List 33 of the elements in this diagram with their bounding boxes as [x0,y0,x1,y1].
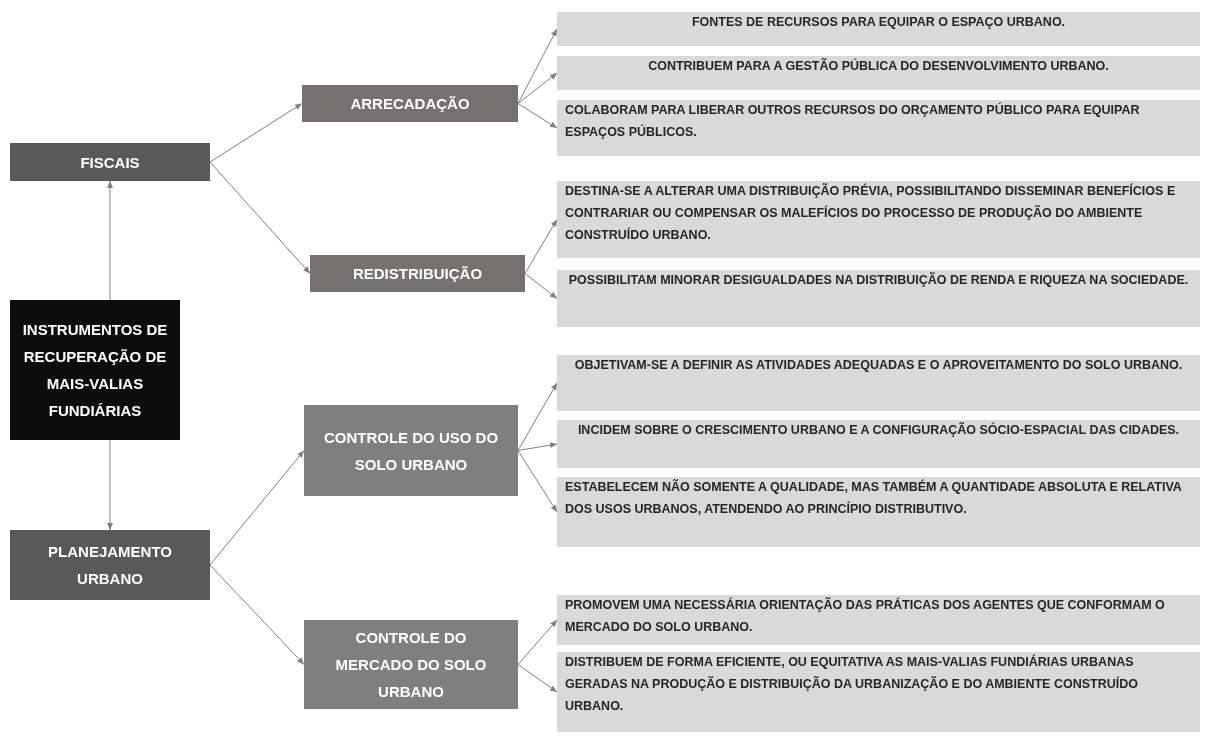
arrow [517,619,558,665]
arrow [209,450,305,566]
description-box: POSSIBILITAM MINORAR DESIGUALDADES NA DISTRIBUIÇÃO DE RENDA E RIQUEZA NA SOCIEDADE. [557,270,1200,327]
description-box: OBJETIVAM-SE A DEFINIR AS ATIVIDADES ADEQUADAS E O APROVEITAMENTO DO SOLO URBANO. [557,355,1200,411]
arrow [209,103,303,163]
description-box: PROMOVEM UMA NECESSÁRIA ORIENTAÇÃO DAS PRÁTICAS DOS AGENTES QUE CONFORMAM O MERCADO DO SOLO URBANO. [557,595,1200,645]
description-box: INCIDEM SOBRE O CRESCIMENTO URBANO E A CONFIGURAÇÃO SÓCIO-ESPACIAL DAS CIDADES. [557,420,1200,468]
arrow [107,439,113,531]
description-box: CONTRIBUEM PARA A GESTÃO PÚBLICA DO DESENVOLVIMENTO URBANO. [557,56,1200,90]
description-box: DISTRIBUEM DE FORMA EFICIENTE, OU EQUITATIVA AS MAIS-VALIAS FUNDIÁRIAS URBANAS GERADAS NA PRODUÇÃO E DISTRIBUIÇÃO DA URBANIZAÇÃO E DO AMBIENTE CONSTRUÍDO URBANO. [557,652,1200,732]
arrow [517,72,558,104]
category-box: PLANEJAMENTO URBANO [10,530,210,600]
description-box: COLABORAM PARA LIBERAR OUTROS RECURSOS DO ORÇAMENTO PÚBLICO PARA EQUIPAR ESPAÇOS PÚBLICOS. [557,100,1200,156]
arrow [524,219,558,274]
arrow [107,180,113,301]
category-box: FISCAIS [10,143,210,181]
arrow [517,382,558,451]
arrow [209,564,305,665]
arrow [517,450,558,513]
category-box: CONTROLE DO USO DO SOLO URBANO [304,405,518,496]
arrow [517,664,558,693]
root-box: INSTRUMENTOS DE RECUPERAÇÃO DE MAIS-VALIAS FUNDIÁRIAS [10,300,180,440]
arrow [517,28,558,104]
description-box: DESTINA-SE A ALTERAR UMA DISTRIBUIÇÃO PRÉVIA, POSSIBILITANDO DISSEMINAR BENEFÍCIOS E CONTRARIAR OU COMPENSAR OS MALEFÍCIOS DO PROCESSO DE PRODUÇÃO DO AMBIENTE CONSTRUÍDO URBANO. [557,181,1200,258]
description-box: FONTES DE RECURSOS PARA EQUIPAR O ESPAÇO URBANO. [557,12,1200,46]
arrow [524,273,558,299]
arrow [517,442,558,451]
category-box: REDISTRIBUIÇÃO [310,255,525,292]
category-box: ARRECADAÇÃO [302,85,518,122]
description-box: ESTABELECEM NÃO SOMENTE A QUALIDADE, MAS TAMBÉM A QUANTIDADE ABSOLUTA E RELATIVA DOS USOS URBANOS, ATENDENDO AO PRINCÍPIO DISTRIBUTIVO. [557,477,1200,547]
arrow [209,161,311,274]
category-box: CONTROLE DO MERCADO DO SOLO URBANO [304,620,518,709]
arrow [517,103,558,129]
